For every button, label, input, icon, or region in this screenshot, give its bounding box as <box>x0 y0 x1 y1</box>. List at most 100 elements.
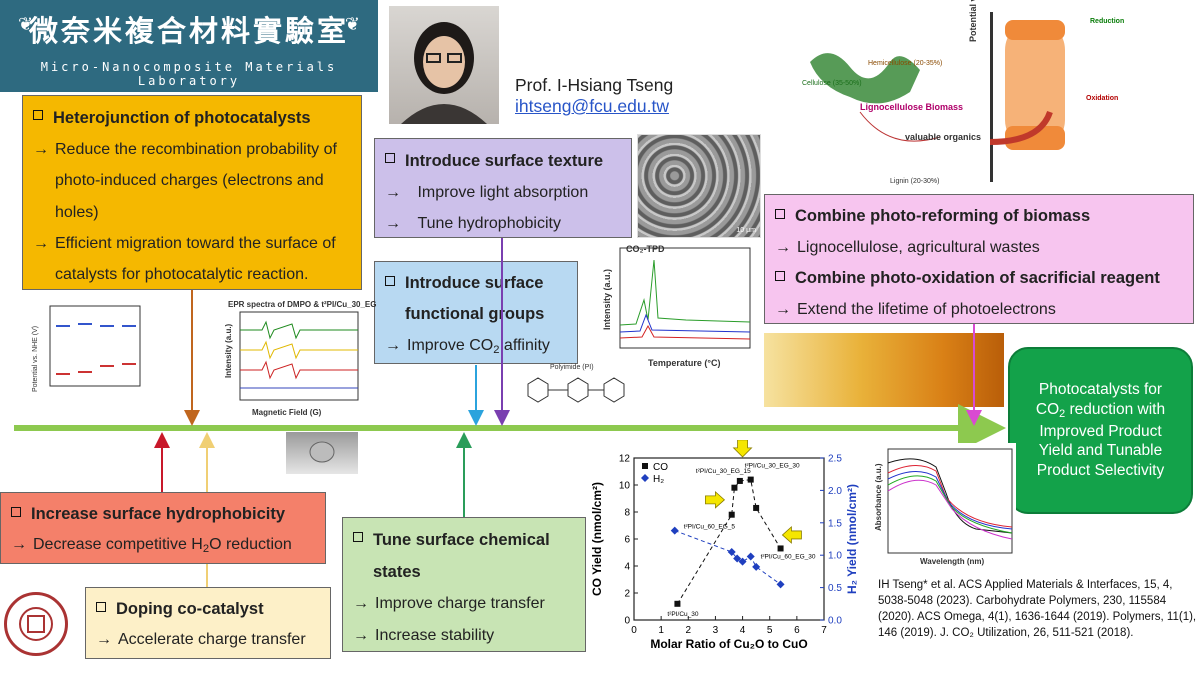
h2-point <box>733 554 742 563</box>
cellulose-label: Cellulose (35-50%) <box>802 80 862 87</box>
y-right-tick-label: 2.5 <box>828 454 842 465</box>
highlight-arrow-icon <box>781 526 802 544</box>
legend-entry: H₂ <box>653 474 664 485</box>
legend-co-marker <box>642 463 648 469</box>
heterojunction-item-1: Reduce the recombination probability of … <box>55 141 337 221</box>
series-trend-line <box>677 479 781 605</box>
y-right-tick-label: 1.0 <box>828 551 842 562</box>
co-point <box>674 600 681 607</box>
functional-title: Introduce surface functional groups <box>405 274 545 324</box>
y-left-tick-label: 12 <box>619 454 631 465</box>
heterojunction-item-2: Efficient migration toward the surface o… <box>55 234 336 283</box>
x-tick-label: 2 <box>686 625 692 636</box>
arrow-right-icon: → <box>353 595 369 613</box>
h2-point <box>752 562 761 571</box>
box-doping: Doping co-catalyst →Accelerate charge tr… <box>85 587 331 659</box>
co-point <box>747 476 754 483</box>
checkbox-square-icon <box>385 153 395 163</box>
band-level-figure: Potential vs. NHE (V) <box>26 296 196 414</box>
x-tick-label: 0 <box>631 625 637 636</box>
professor-photo <box>389 6 499 124</box>
hemicellulose-label: Hemicellulose (20-35%) <box>868 60 943 67</box>
checkbox-square-icon <box>353 532 363 542</box>
checkbox-square-icon <box>775 209 785 219</box>
arrow-right-icon: → <box>96 631 112 649</box>
h2-point <box>776 580 785 589</box>
h2-point <box>670 526 679 535</box>
x-axis-label: Molar Ratio of Cu₂O to CuO <box>650 637 807 651</box>
checkbox-square-icon <box>11 507 21 517</box>
h2-point <box>738 557 747 566</box>
doping-title: Doping co-catalyst <box>116 600 264 618</box>
texture-item-1: Improve light absorption <box>417 184 589 202</box>
x-tick-label: 3 <box>713 625 719 636</box>
epr-title: EPR spectra of DMPO & t²PI/Cu_30_EG <box>228 300 377 309</box>
epr-figure: EPR spectra of DMPO & t²PI/Cu_30_EG Magn… <box>222 298 376 418</box>
university-seal-icon <box>4 592 68 656</box>
polyimide-structure: Polyimide (PI) <box>508 364 636 410</box>
biomass-item-2: Extend the lifetime of photoelectrons <box>797 301 1056 319</box>
heterojunction-title: Heterojunction of photocatalysts <box>53 109 311 127</box>
y-left-tick-label: 8 <box>624 508 630 519</box>
water-droplet-photo <box>286 432 358 474</box>
arrow-right-icon: → <box>33 141 49 159</box>
box-biomass: Combine photo-reforming of biomass → Lign… <box>764 194 1194 324</box>
valuable-organics-label: valuable organics <box>905 132 982 142</box>
lab-name-en: Micro-Nanocomposite Materials Laboratory <box>40 60 338 88</box>
biomass-title-2: Combine photo-oxidation of sacrificial r… <box>795 269 1160 288</box>
texture-title: Introduce surface texture <box>405 152 604 170</box>
x-tick-label: 6 <box>794 625 800 636</box>
co2-tpd-figure: CO₂-TPD Temperature (°C) Intensity (a.u.… <box>596 240 756 370</box>
box-heterojunction: Heterojunction of photocatalysts → Reduce… <box>22 95 362 290</box>
x-tick-label: 1 <box>658 625 664 636</box>
epr-x-label: Magnetic Field (G) <box>252 408 322 417</box>
laurel-left-icon: ❦ <box>18 14 34 34</box>
y-right-tick-label: 2.0 <box>828 486 842 497</box>
arrow-right-icon: → <box>385 215 401 233</box>
biomass-title-1: Combine photo-reforming of biomass <box>795 207 1091 225</box>
co-point <box>731 484 738 491</box>
sem-scale-label: 10 μm <box>736 227 756 234</box>
co-point <box>728 511 735 518</box>
highlight-arrow-icon <box>705 490 726 509</box>
x-tick-label: 4 <box>740 625 746 636</box>
point-annotation: t²PI/Cu_60_EG_30 <box>761 553 816 560</box>
chemical-item-2: Increase stability <box>375 626 495 644</box>
y-right-tick-label: 0.5 <box>828 583 842 594</box>
lignin-label: Lignin (20-30%) <box>890 178 940 185</box>
point-annotation: t²PI/Cu_60_EG_5 <box>684 524 736 531</box>
checkbox-square-icon <box>775 271 785 282</box>
box-surface-texture: Introduce surface texture → Improve ligh… <box>374 138 632 238</box>
references: IH Tseng* et al. ACS Applied Materials &… <box>878 579 1197 640</box>
arrow-right-icon: → <box>353 626 369 644</box>
checkbox-square-icon <box>96 602 106 612</box>
arrow-right-icon: → <box>33 234 49 252</box>
functional-item: Improve CO2 affinity <box>407 336 550 356</box>
biomass-item-1: Lignocellulose, agricultural wastes <box>797 238 1040 256</box>
y-left-tick-label: 4 <box>624 562 630 573</box>
highlight-arrow-icon <box>732 440 753 458</box>
biomass-band-figure: Reduction Oxidation Lignocellulose Bioma… <box>790 0 1198 192</box>
professor-info: Prof. I-Hsiang Tseng ihtseng@fcu.edu.tw <box>515 75 673 117</box>
laurel-right-icon: ❦ <box>344 14 360 34</box>
lab-banner: ❦ 微奈米複合材料實驗室 ❦ Micro-Nanocomposite Mater… <box>0 0 378 92</box>
legend-h2-marker <box>641 474 649 482</box>
sem-image: 10 μm <box>637 134 761 238</box>
y-right-tick-label: 0.0 <box>828 616 842 627</box>
legend-entry: CO <box>653 462 668 473</box>
professor-email[interactable]: ihtseng@fcu.edu.tw <box>515 96 669 116</box>
box-hydrophobicity: Increase surface hydrophobicity →Decreas… <box>0 492 326 564</box>
reduction-label: Reduction <box>1090 18 1125 25</box>
point-annotation: t²PI/Cu_30_EG_30 <box>745 463 800 470</box>
arrow-right-icon: → <box>775 238 791 256</box>
tpd-x-label: Temperature (°C) <box>648 358 721 368</box>
y-left-axis-label: CO Yield (nmol/cm²) <box>590 482 604 596</box>
tpd-title: CO₂-TPD <box>626 244 665 254</box>
y-left-tick-label: 0 <box>624 616 630 627</box>
arrow-right-icon: → <box>385 184 401 202</box>
hydrophobic-item: Decrease competitive H2O reduction <box>33 536 292 556</box>
checkbox-square-icon <box>33 110 43 120</box>
y-right-axis-label: H₂ Yield (nmol/cm²) <box>845 484 859 594</box>
hydrophobic-title: Increase surface hydrophobicity <box>31 505 286 523</box>
professor-name: Prof. I-Hsiang Tseng <box>515 75 674 95</box>
